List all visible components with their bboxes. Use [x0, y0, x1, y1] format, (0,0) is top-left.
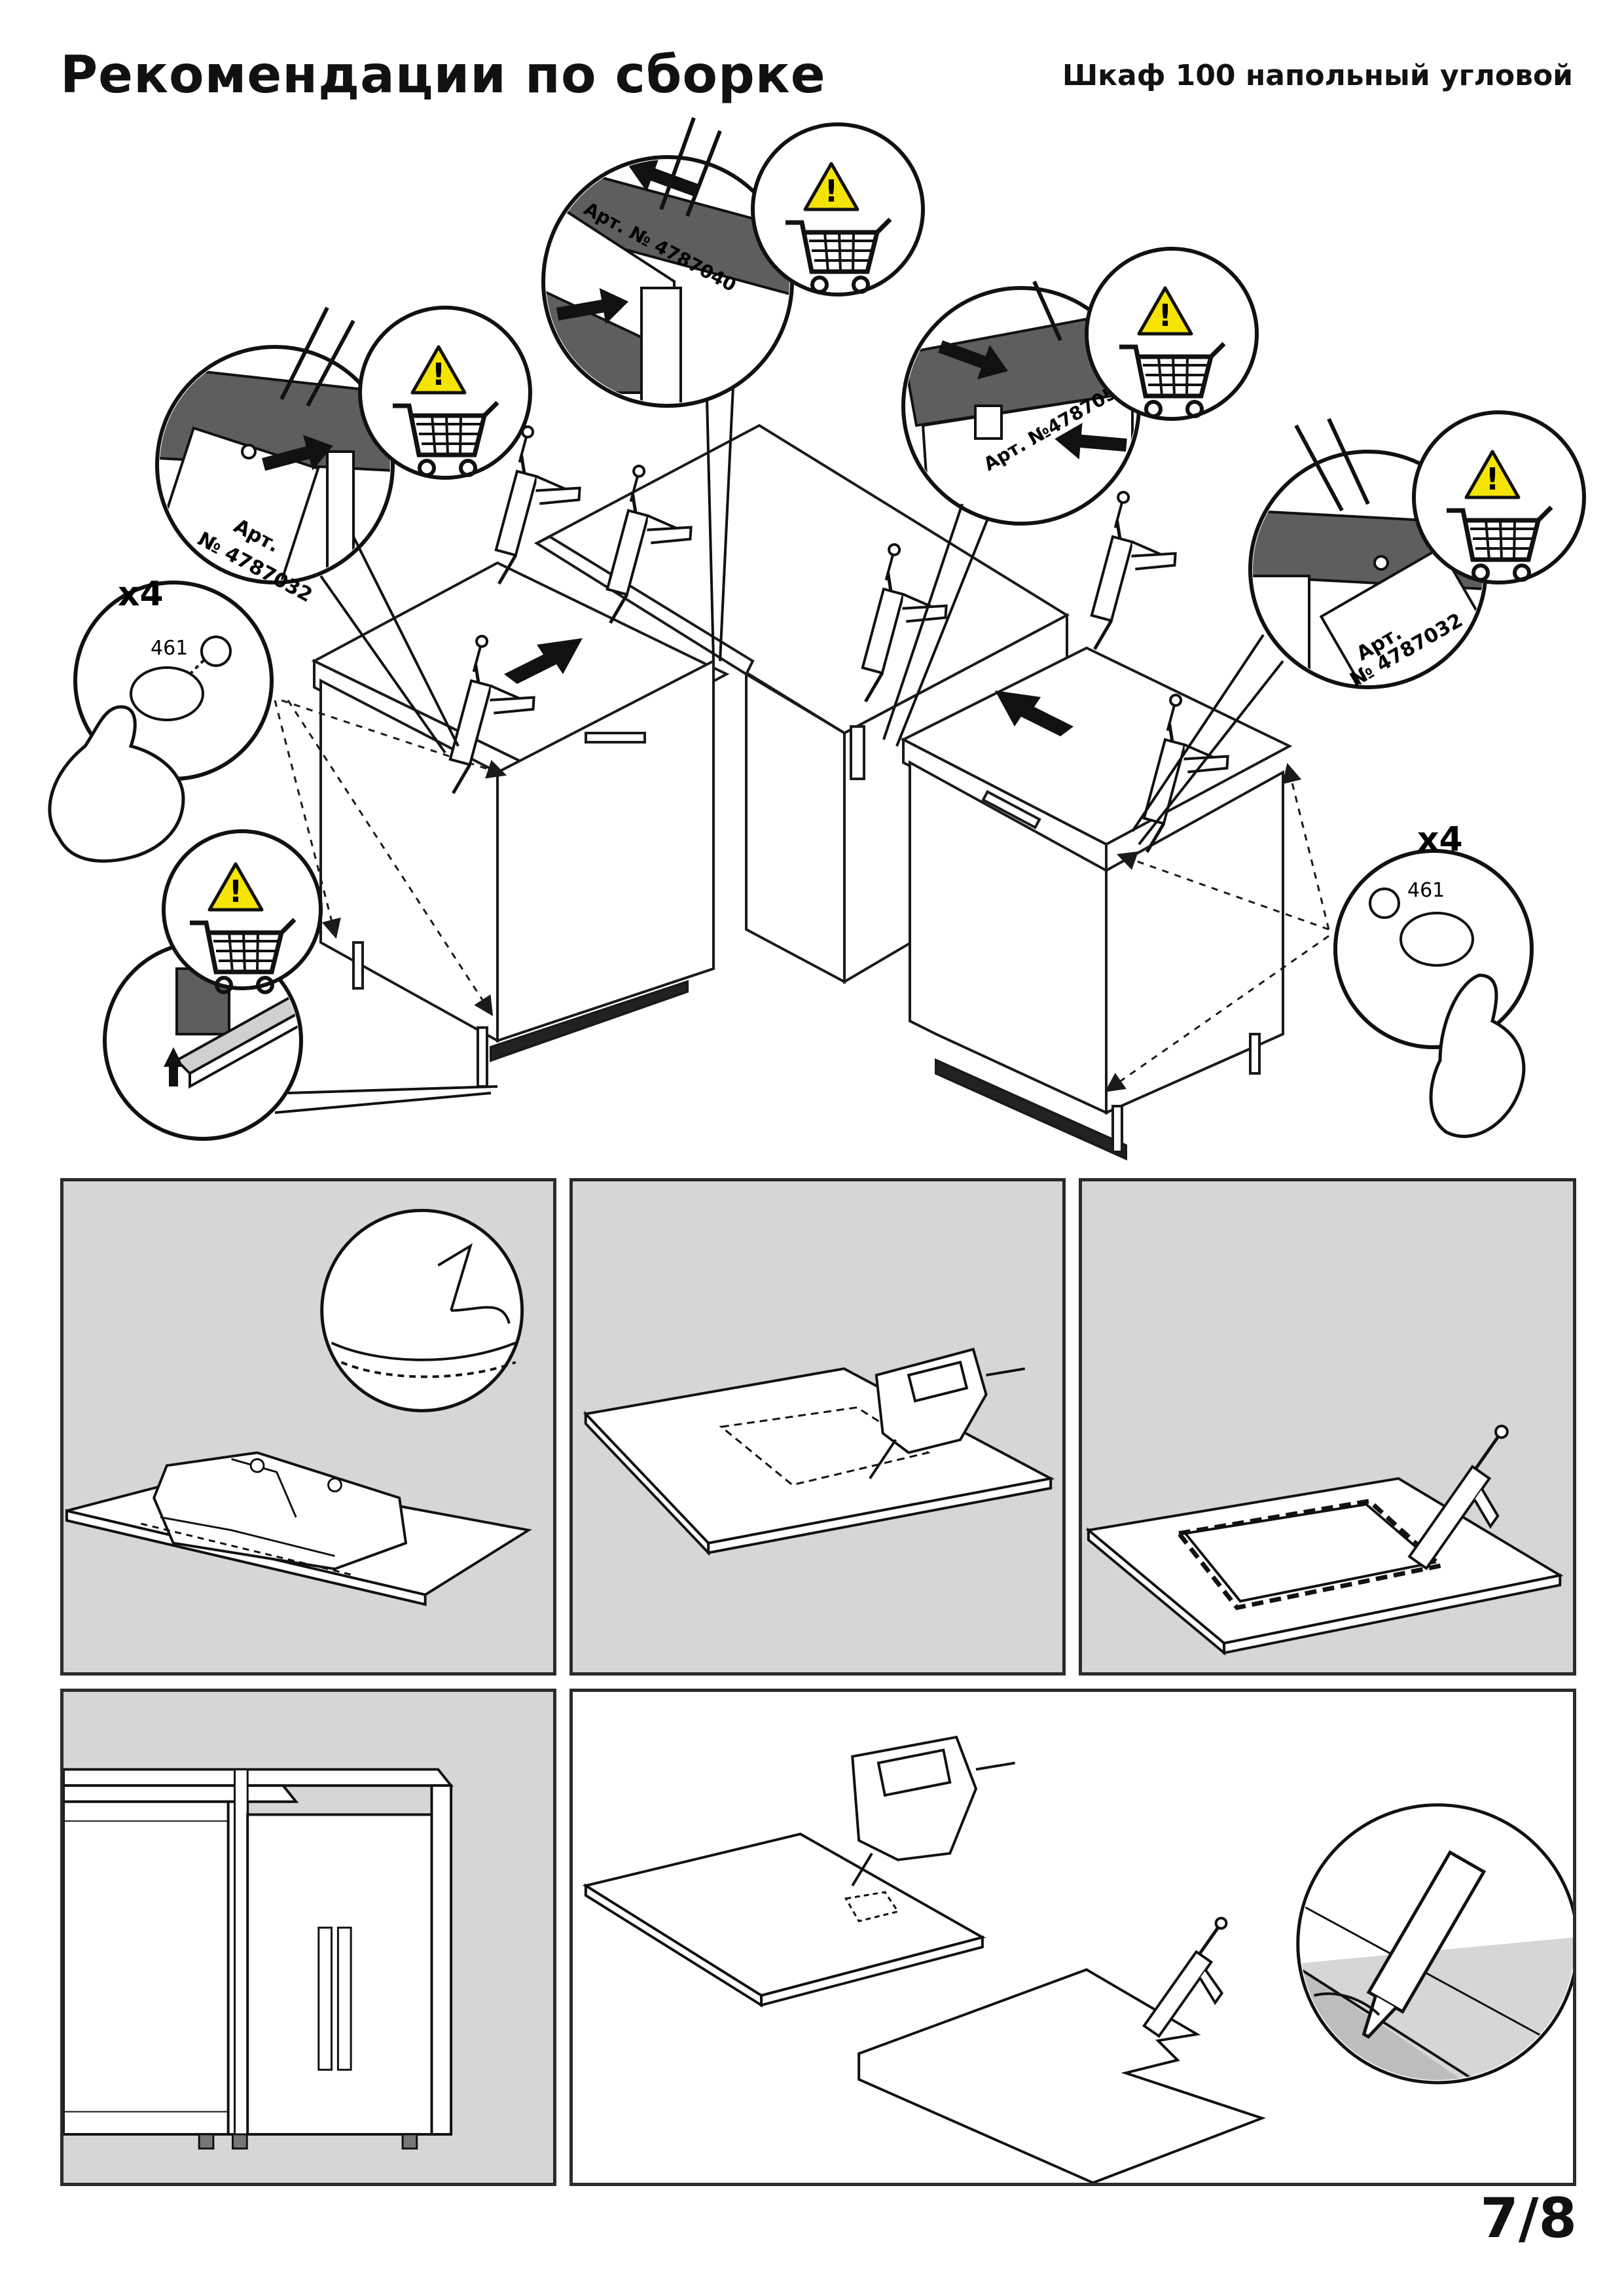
svg-text:461: 461: [1407, 879, 1445, 902]
caulk-gun-icon: [1142, 1916, 1228, 2038]
arrow-icon: [164, 1047, 183, 1086]
caulk-gun-icon: [1407, 1424, 1509, 1571]
panel-countertop-joint: [569, 1689, 1576, 2186]
hand-icon: [48, 705, 185, 863]
hand-icon: [1429, 973, 1526, 1138]
detail-left-countertop: Арт. № 4787032: [155, 306, 532, 754]
sealant-tube-icon: [1362, 1850, 1487, 2039]
push-arrow-right: [995, 691, 1074, 736]
assembly-illustration: !: [48, 117, 1586, 1161]
push-arrow-left: [504, 638, 583, 684]
svg-text:x4: x4: [1417, 820, 1463, 859]
detail-leg-right: x4 461: [1333, 820, 1534, 1138]
detail-plinth-left: [103, 829, 498, 1141]
svg-text:x4: x4: [118, 575, 164, 614]
detail-center-top: Арт. № 4787040: [541, 117, 925, 662]
panel-sink-outline: [60, 1178, 556, 1676]
panel-seal-cutout: [1079, 1178, 1576, 1676]
page-title: Рекомендации по сборке: [60, 46, 826, 105]
detail-mid-right: Арт. №4787057: [882, 247, 1259, 747]
panel-cabinet-frames: [60, 1689, 556, 2186]
product-name: Шкаф 100 напольный угловой: [1062, 59, 1573, 92]
panel-jigsaw-cut: [569, 1178, 1066, 1676]
detail-leg-left: x4 461: [48, 575, 274, 863]
page-number: 7/8: [1480, 2186, 1577, 2250]
left-cabinet: [311, 561, 730, 1088]
right-cabinet: [900, 646, 1293, 1161]
svg-text:461: 461: [151, 637, 188, 660]
